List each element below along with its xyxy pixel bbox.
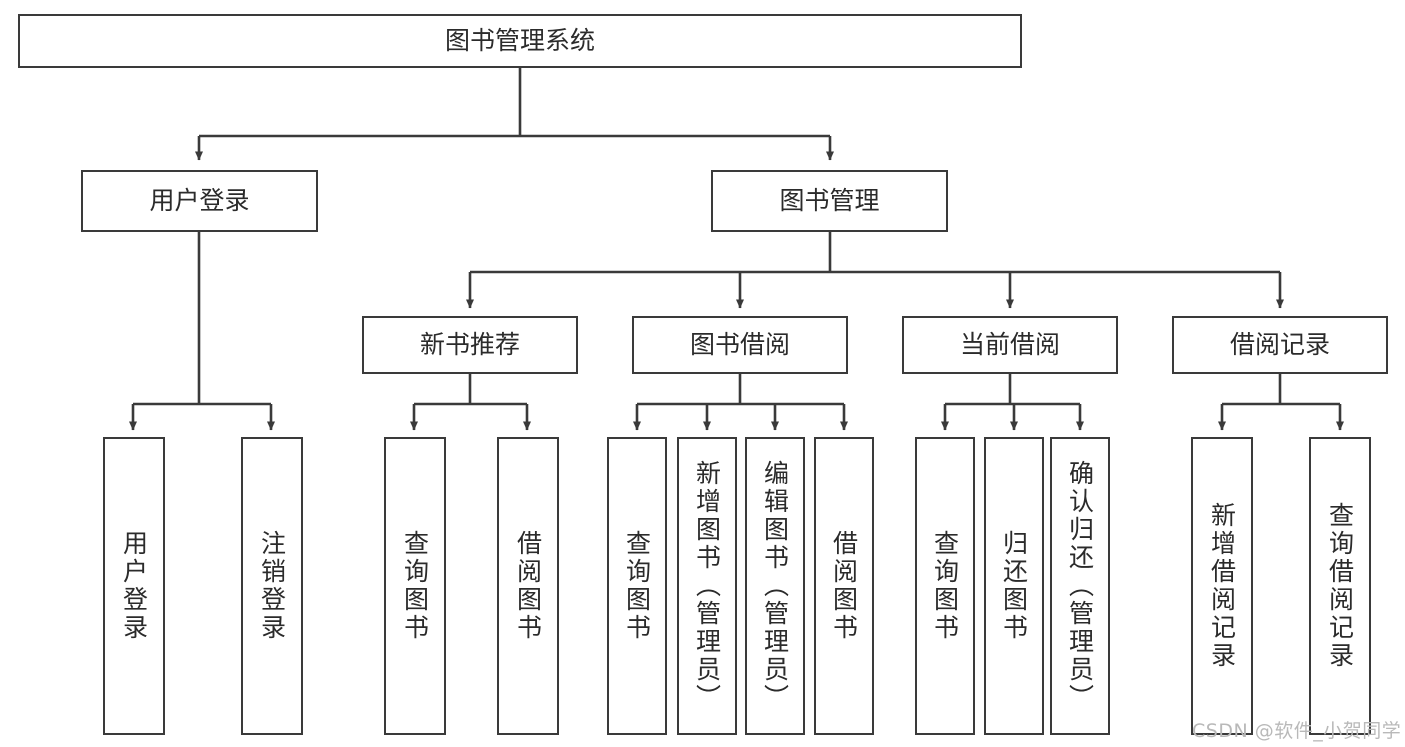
node-leaf-label: 查询图书 [930,530,960,642]
node-book-borrow-label: 图书借阅 [689,330,790,360]
node-leaf-label: 查询图书 [400,530,430,642]
node-root-label: 图书管理系统 [444,26,595,56]
node-leaf-label: 新增图书（管理员） [692,460,722,712]
node-leaf-record-add-record[interactable]: 新增借阅记录 [1191,437,1253,735]
node-leaf-borrow-add-book[interactable]: 新增图书（管理员） [677,437,737,735]
node-leaf-current-confirm-return[interactable]: 确认归还（管理员） [1050,437,1110,735]
node-leaf-label: 用户登录 [119,530,149,642]
node-borrow-record[interactable]: 借阅记录 [1172,316,1388,374]
node-leaf-label: 查询借阅记录 [1325,502,1355,670]
node-current-borrow-label: 当前借阅 [959,330,1060,360]
node-leaf-user-login-signout[interactable]: 注销登录 [241,437,303,735]
node-leaf-record-query-record[interactable]: 查询借阅记录 [1309,437,1371,735]
node-new-book-recommend-label: 新书推荐 [419,330,520,360]
node-leaf-label: 编辑图书（管理员） [760,460,790,712]
node-leaf-current-query-book[interactable]: 查询图书 [915,437,975,735]
node-leaf-label: 注销登录 [257,530,287,642]
node-new-book-recommend[interactable]: 新书推荐 [362,316,578,374]
node-current-borrow[interactable]: 当前借阅 [902,316,1118,374]
node-user-login-label: 用户登录 [149,186,250,216]
node-leaf-label: 借阅图书 [829,530,859,642]
node-root[interactable]: 图书管理系统 [18,14,1022,68]
node-leaf-label: 新增借阅记录 [1207,502,1237,670]
node-leaf-recommend-borrow-book[interactable]: 借阅图书 [497,437,559,735]
csdn-watermark: CSDN @软件_小贺同学 [1192,720,1402,742]
node-leaf-borrow-edit-book[interactable]: 编辑图书（管理员） [745,437,805,735]
node-book-management[interactable]: 图书管理 [711,170,948,232]
node-leaf-label: 借阅图书 [513,530,543,642]
node-leaf-borrow-query-book[interactable]: 查询图书 [607,437,667,735]
node-leaf-recommend-query-book[interactable]: 查询图书 [384,437,446,735]
node-book-management-label: 图书管理 [779,186,880,216]
node-leaf-borrow-borrow-book[interactable]: 借阅图书 [814,437,874,735]
node-leaf-label: 确认归还（管理员） [1065,460,1095,712]
node-user-login[interactable]: 用户登录 [81,170,318,232]
node-borrow-record-label: 借阅记录 [1229,330,1330,360]
node-leaf-label: 查询图书 [622,530,652,642]
node-book-borrow[interactable]: 图书借阅 [632,316,848,374]
node-leaf-user-login-signin[interactable]: 用户登录 [103,437,165,735]
node-leaf-label: 归还图书 [999,530,1029,642]
node-leaf-current-return-book[interactable]: 归还图书 [984,437,1044,735]
